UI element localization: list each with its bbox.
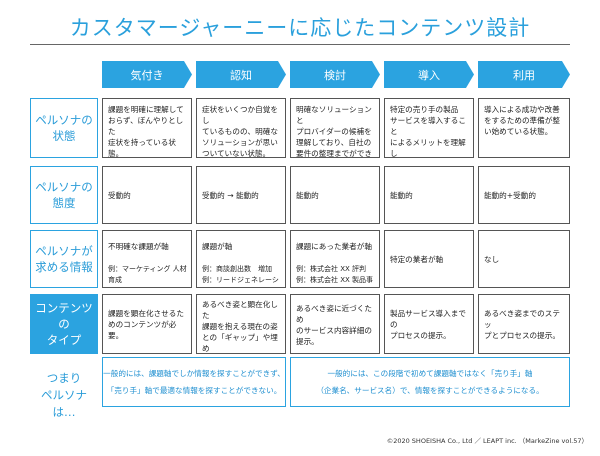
info-example-text: 例：商談創出数 増加 例：リードジェネレーション 方法: [202, 265, 279, 284]
cell-content-adoption: 製品サービス導入までの プロセスの提示。: [384, 294, 474, 354]
cell-info-usage: なし: [478, 230, 570, 288]
cell-content-usage: あるべき姿までのステッ プとプロセスの提示。: [478, 294, 570, 354]
cell-attitude-adoption: 能動的: [384, 166, 474, 224]
copyright-footer: ©2020 SHOEISHA Co., Ltd ／ LEAPT inc. （Ma…: [386, 437, 588, 445]
stage-recognition: 認知: [196, 61, 286, 88]
title-divider: [30, 44, 570, 45]
cell-state-recognition: 症状をいくつか自覚をし ているものの、明確な ソリューションが思い ついていない…: [196, 98, 286, 158]
summary-right-box: 一般的には、この段階で初めて課題軸ではなく「売り手」軸 （企業名、サービス名）で…: [290, 357, 570, 407]
info-example-text: 例：マーケティング 人材育成: [108, 265, 187, 284]
cell-info-awareness: 不明確な課題が軸 例：マーケティング 人材育成: [102, 230, 192, 288]
row-label-content-type: コンテンツの タイプ: [30, 294, 98, 354]
cell-info-consideration: 課題にあった業者が軸 例：株式会社 XX 評判 例：株式会社 XX 製品事例: [290, 230, 380, 288]
cell-state-awareness: 課題を明確に理解して おらず、ぼんやりとした 症状を持っている状態。: [102, 98, 192, 158]
cell-attitude-consideration: 能動的: [290, 166, 380, 224]
info-main-text: 課題が軸: [202, 242, 233, 251]
cell-state-usage: 導入による成功や改善 をするための準備が整 い始めている状態。: [478, 98, 570, 158]
cell-attitude-recognition: 受動的 → 能動的: [196, 166, 286, 224]
info-main-text: 不明確な課題が軸: [108, 242, 169, 251]
stage-usage: 利用: [478, 61, 570, 88]
summary-label: つまり ペルソナは…: [41, 371, 87, 419]
cell-info-recognition: 課題が軸 例：商談創出数 増加 例：リードジェネレーション 方法: [196, 230, 286, 288]
stage-awareness: 気付き: [102, 61, 192, 88]
row-label-persona-attitude: ペルソナの 態度: [30, 166, 98, 224]
cell-attitude-awareness: 受動的: [102, 166, 192, 224]
cell-content-awareness: 課題を顕在化させるた めのコンテンツが必要。: [102, 294, 192, 354]
info-main-text: 課題にあった業者が軸: [296, 242, 372, 251]
stage-consideration: 検討: [290, 61, 380, 88]
cell-content-recognition: あるべき姿と顕在化した 課題を抱える現在の姿 との「ギャップ」や埋め 方などのイ…: [196, 294, 286, 354]
cell-info-adoption: 特定の業者が軸: [384, 230, 474, 288]
row-label-persona-state: ペルソナの 状態: [30, 98, 98, 158]
stage-adoption: 導入: [384, 61, 474, 88]
info-example-text: 例：株式会社 XX 評判 例：株式会社 XX 製品事例: [296, 265, 374, 284]
cell-state-adoption: 特定の売り手の製品 サービスを導入すること によるメリットを理解し ている状態。: [384, 98, 474, 158]
summary-left-box: 一般的には、課題軸でしか情報を探すことができず、 「売り手」軸で最適な情報を探す…: [102, 357, 286, 407]
cell-content-consideration: あるべき姿に近づくため のサービス内容詳細の 提示。: [290, 294, 380, 354]
row-label-info-sought: ペルソナが 求める情報: [30, 230, 98, 288]
cell-state-consideration: 明確なソリューションと プロバイダーの候補を 理解しており、自社の 要件の整理ま…: [290, 98, 380, 158]
cell-attitude-usage: 能動的+受動的: [478, 166, 570, 224]
page-title: カスタマージャーニーに応じたコンテンツ設計: [69, 16, 531, 40]
